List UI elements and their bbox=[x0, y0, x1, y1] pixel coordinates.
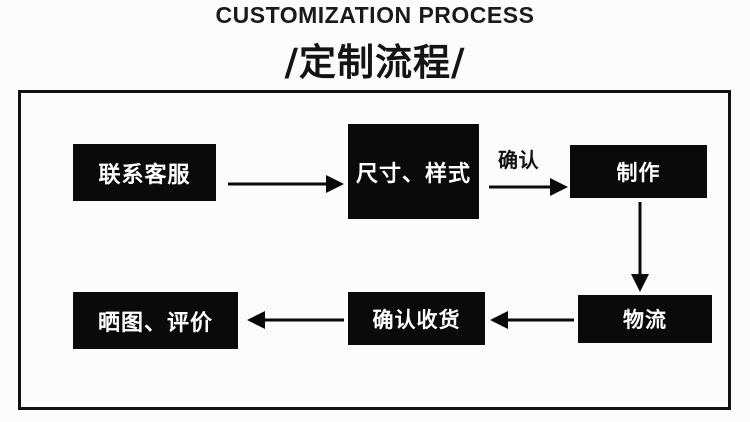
diagram-frame bbox=[18, 90, 731, 410]
arrow-production-to-logistics bbox=[631, 202, 649, 292]
arrow-confirm-receipt-to-share-review bbox=[247, 311, 344, 329]
arrow-label-confirm: 确认 bbox=[498, 148, 539, 172]
process-node-size-style: 尺寸、样式 bbox=[348, 124, 479, 219]
page-title-english: CUSTOMIZATION PROCESS bbox=[215, 2, 535, 28]
process-node-logistics: 物流 bbox=[578, 295, 712, 343]
process-node-production: 制作 bbox=[570, 145, 707, 198]
arrow-logistics-to-confirm-receipt bbox=[490, 311, 574, 329]
arrow-contact-service-to-size-style bbox=[228, 175, 344, 193]
process-node-contact-service: 联系客服 bbox=[73, 144, 216, 201]
arrow-size-style-to-production bbox=[489, 178, 568, 196]
page-title-chinese: /定制流程/ bbox=[284, 41, 466, 84]
process-node-share-review: 晒图、评价 bbox=[73, 292, 238, 349]
process-node-confirm-receipt: 确认收货 bbox=[348, 292, 485, 345]
